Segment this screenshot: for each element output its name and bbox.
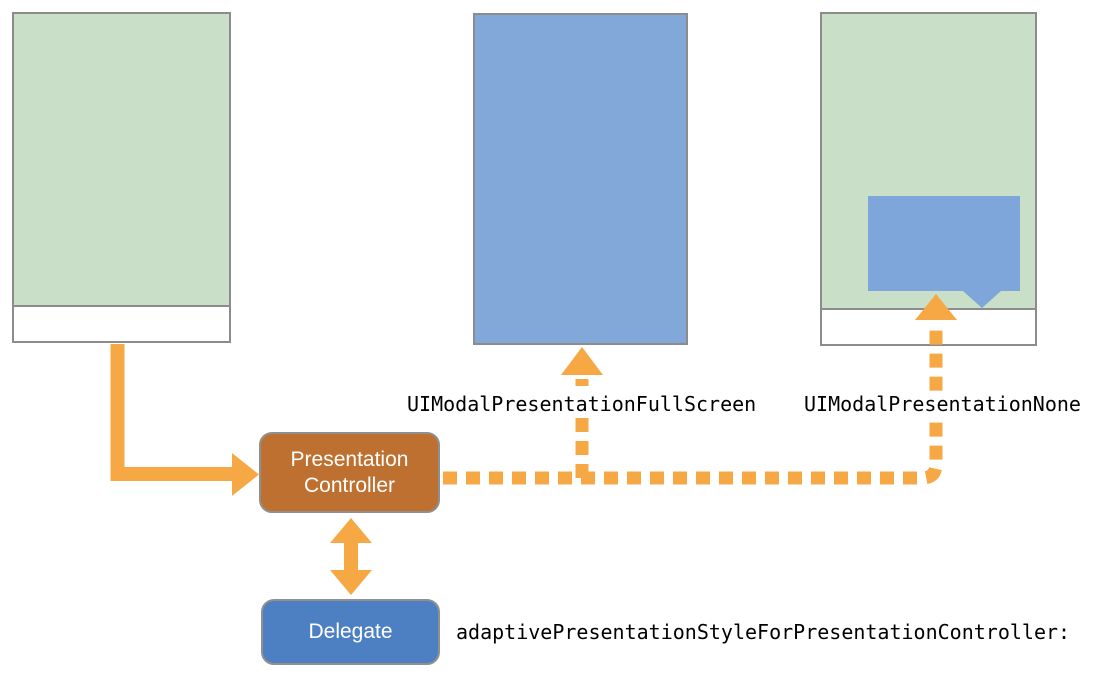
arrow-controller-delegate-down-head-icon [330, 570, 372, 595]
presentation-controller-label-line1: Presentation [290, 447, 409, 471]
arrow-fullscreen-head-icon [561, 347, 603, 375]
presenting-screen-content [14, 14, 229, 307]
popover-device-frame [820, 12, 1037, 346]
presenting-device-bottom-bar [14, 307, 229, 341]
popover-device-screen-content [822, 14, 1035, 310]
none-style-label: UIModalPresentationNone [804, 392, 1081, 416]
arrow-presenting-to-controller [110, 344, 259, 496]
presentation-controller-node: Presentation Controller [259, 432, 440, 513]
fullscreen-style-label: UIModalPresentationFullScreen [407, 392, 757, 416]
arrow-controller-delegate-up-head-icon [330, 518, 372, 543]
fullscreen-device-frame [473, 13, 688, 345]
delegate-label: Delegate [308, 620, 393, 643]
arrow-controller-delegate [330, 518, 372, 595]
arrow-presenting-to-controller-line [110, 344, 233, 481]
delegate-method-label: adaptivePresentationStyleForPresentation… [456, 620, 1071, 644]
arrow-presenting-to-controller-head-icon [232, 453, 259, 496]
presenting-device-frame [12, 12, 231, 343]
delegate-node: Delegate [261, 599, 440, 665]
presentation-controller-label-line2: Controller [303, 473, 396, 497]
popover-device-bottom-bar [822, 310, 1035, 344]
fullscreen-presented-content [475, 15, 686, 343]
